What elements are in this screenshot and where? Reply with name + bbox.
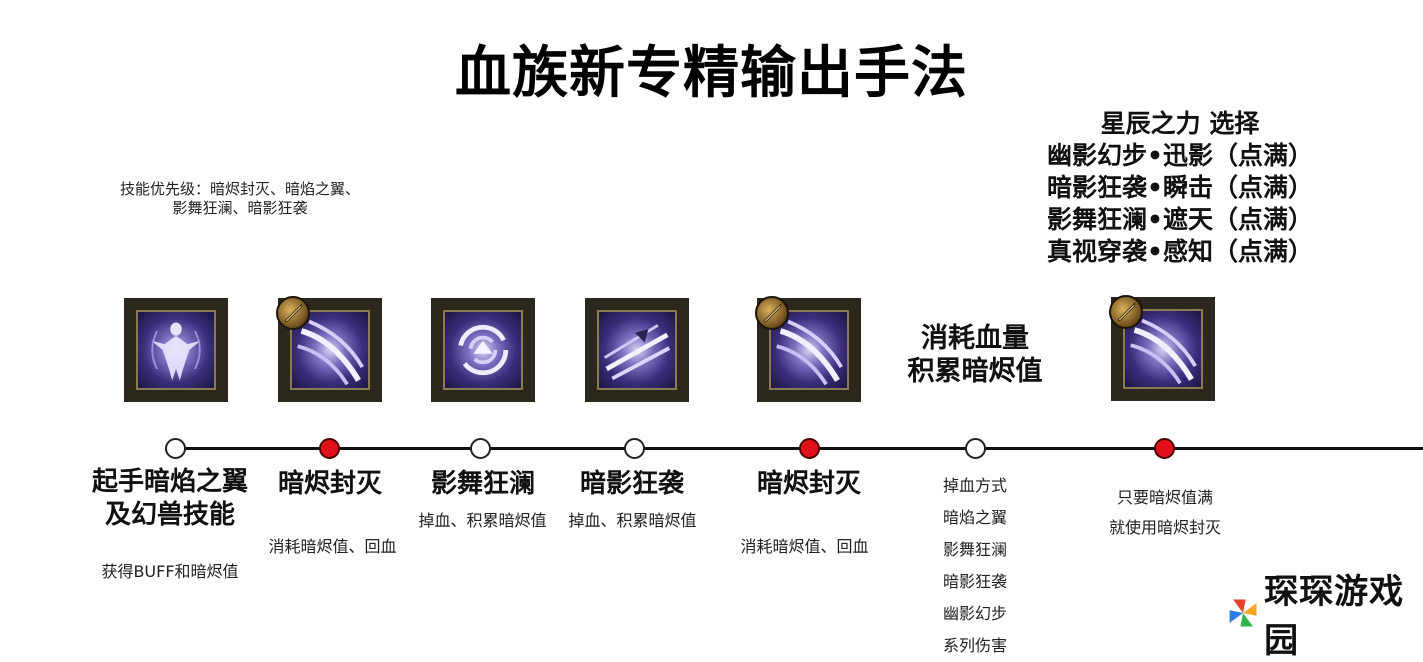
skill-icon-6 (1109, 295, 1215, 401)
consume-line-2: 积累暗烬值 (907, 356, 1043, 387)
timeline-node-burst (319, 438, 340, 459)
sword-badge-icon (1109, 295, 1143, 329)
skill-icon-3 (431, 298, 535, 402)
shadow-figure-icon (136, 310, 216, 390)
consume-line-1: 消耗血量 (921, 323, 1029, 354)
timeline-node (965, 438, 986, 459)
list-item: 暗影狂袭 (942, 572, 1007, 591)
consume-hp-label: 消耗血量 积累暗烬值 (895, 322, 1055, 388)
note-line-1: 只要暗烬值满 (1116, 488, 1213, 507)
step-title-line-2: 及幻兽技能 (104, 500, 235, 530)
timeline-node-burst (799, 438, 820, 459)
timeline-node-burst (1154, 438, 1175, 459)
skill-priority-note: 技能优先级：暗烬封灭、暗焰之翼、 影舞狂澜、暗影狂袭 (95, 180, 385, 218)
final-note: 只要暗烬值满 就使用暗烬封灭 (1085, 483, 1245, 543)
list-item: 暗焰之翼 (942, 508, 1007, 527)
watermark-logo: 琛琛游戏园 (1226, 572, 1421, 661)
astral-option: 幽影幻步•迅影（点满） (1047, 141, 1313, 170)
step-title: 暗影狂袭 (579, 469, 684, 499)
list-item: 影舞狂澜 (942, 540, 1007, 559)
note-line-2: 就使用暗烬封灭 (1108, 518, 1221, 537)
skill-icon-5 (755, 296, 861, 402)
shadow-claw-icon (597, 310, 677, 390)
priority-line-2: 影舞狂澜、暗影狂袭 (172, 199, 308, 217)
timeline-node-start (165, 438, 186, 459)
astral-option: 暗影狂袭•瞬击（点满） (1047, 173, 1313, 202)
list-item: 掉血方式 (942, 476, 1007, 495)
astral-option: 真视穿袭•感知（点满） (1047, 237, 1313, 266)
astral-heading: 星辰之力 选择 (1100, 109, 1260, 138)
timeline-node (470, 438, 491, 459)
swirl-dance-icon (443, 310, 523, 390)
step-description: 消耗暗烬值、回血 (740, 537, 869, 556)
shadow-slash-icon (290, 310, 370, 390)
page-title: 血族新专精输出手法 (455, 41, 968, 106)
step-title: 暗烬封灭 (277, 469, 382, 499)
step-title-line-1: 起手暗焰之翼 (91, 467, 248, 497)
skill-icon-4 (585, 298, 689, 402)
step-title: 暗烬封灭 (756, 469, 861, 499)
timeline-node (624, 438, 645, 459)
astral-option: 影舞狂澜•遮天（点满） (1047, 205, 1313, 234)
pinwheel-logo-icon (1229, 599, 1257, 627)
step-description: 掉血、积累暗烬值 (418, 511, 547, 530)
step-title: 影舞狂澜 (430, 469, 535, 499)
step-description: 消耗暗烬值、回血 (268, 537, 397, 556)
blood-loss-list: 掉血方式 暗焰之翼 影舞狂澜 暗影狂袭 幽影幻步 系列伤害 (920, 470, 1030, 662)
astral-power-choices: 星辰之力 选择 幽影幻步•迅影（点满） 暗影狂袭•瞬击（点满） 影舞狂澜•遮天（… (1025, 108, 1335, 268)
shadow-slash-icon (769, 310, 849, 390)
sword-badge-icon (276, 296, 310, 330)
watermark-text: 琛琛游戏园 (1264, 572, 1405, 661)
priority-line-1: 技能优先级：暗烬封灭、暗焰之翼、 (119, 180, 360, 198)
step-description: 获得BUFF和暗烬值 (101, 562, 239, 581)
step-title: 起手暗焰之翼 及幻兽技能 (75, 466, 265, 532)
skill-icon-1 (124, 298, 228, 402)
list-item: 系列伤害 (942, 636, 1007, 655)
sword-badge-icon (755, 296, 789, 330)
skill-icon-2 (276, 296, 382, 402)
list-item: 幽影幻步 (942, 604, 1007, 623)
step-description: 掉血、积累暗烬值 (568, 511, 697, 530)
